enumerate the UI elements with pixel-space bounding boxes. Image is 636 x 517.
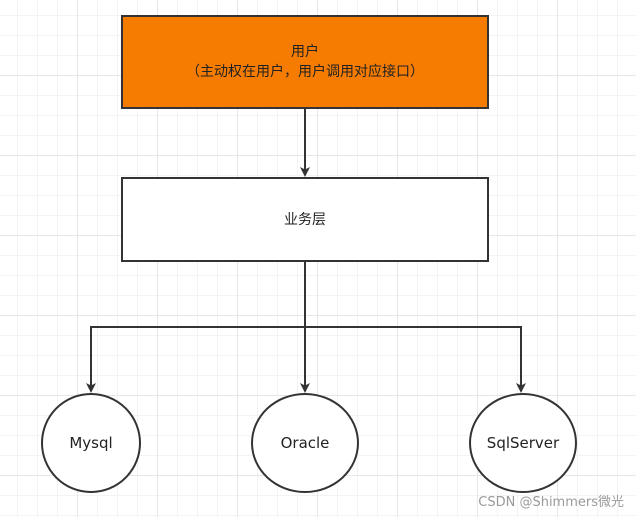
database-sqlserver-label: SqlServer xyxy=(486,434,560,452)
user-box-title: 用户 xyxy=(291,44,319,60)
database-oracle-node: Oracle xyxy=(251,393,359,493)
business-layer-box: 业务层 xyxy=(121,177,489,262)
database-sqlserver-node: SqlServer xyxy=(469,393,577,493)
database-mysql-node: Mysql xyxy=(41,393,141,493)
database-mysql-label: Mysql xyxy=(69,434,113,452)
database-oracle-label: Oracle xyxy=(280,434,330,452)
user-box: 用户 （主动权在用户，用户调用对应接口） xyxy=(121,15,489,109)
business-layer-label: 业务层 xyxy=(284,211,326,228)
user-box-subtitle: （主动权在用户，用户调用对应接口） xyxy=(186,64,424,80)
watermark: CSDN @Shimmers微光 xyxy=(478,495,624,510)
